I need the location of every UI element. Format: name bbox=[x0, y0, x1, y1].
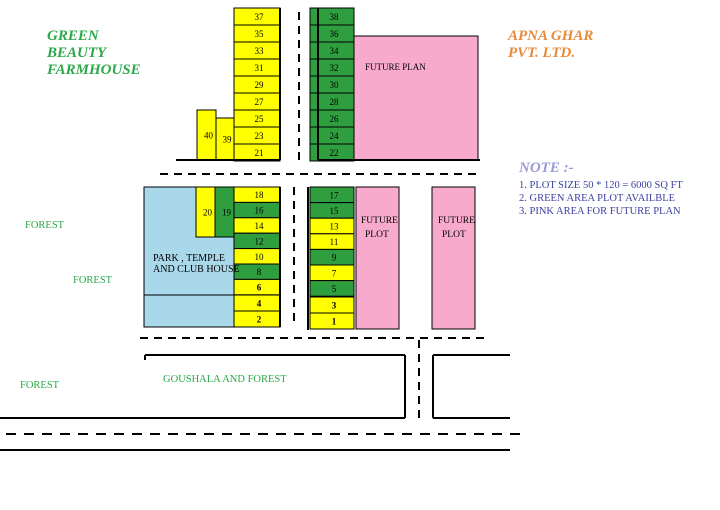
plot-number: 19 bbox=[222, 208, 232, 218]
note-box: NOTE :- 1. PLOT SIZE 50 * 120 = 6000 SQ … bbox=[519, 160, 683, 218]
plot-number: 25 bbox=[255, 114, 265, 124]
plot-number: 10 bbox=[255, 252, 265, 262]
plot-number: 28 bbox=[330, 97, 340, 107]
note-line: 1. PLOT SIZE 50 * 120 = 6000 SQ FT bbox=[519, 180, 683, 191]
park-label-line: PARK , TEMPLE bbox=[153, 253, 225, 264]
plot-number: 35 bbox=[255, 29, 265, 39]
future-plot-label-line: PLOT bbox=[365, 230, 389, 240]
goushala-label: GOUSHALA AND FOREST bbox=[163, 374, 287, 385]
plot-number: 32 bbox=[330, 63, 339, 73]
plot-number: 38 bbox=[330, 12, 340, 22]
plot-number: 39 bbox=[223, 135, 233, 145]
plot-number: 13 bbox=[330, 222, 340, 232]
plot-column-bottom-left: 18 16 14 12 10 8 6 4 2 bbox=[233, 186, 281, 328]
future-plot-label-line: FUTURE bbox=[361, 216, 398, 226]
plot-number: 18 bbox=[255, 190, 265, 200]
plot-number: 31 bbox=[255, 63, 264, 73]
heading-line: APNA GHAR bbox=[508, 28, 594, 44]
plot-number: 30 bbox=[330, 80, 340, 90]
plot-number: 5 bbox=[332, 284, 337, 294]
park-label-line: AND CLUB HOUSE bbox=[153, 264, 240, 275]
future-plot-label-line: PLOT bbox=[442, 230, 466, 240]
note-line: 2. GREEN AREA PLOT AVAILBLE bbox=[519, 193, 676, 204]
plot-number: 21 bbox=[255, 148, 264, 158]
future-plot-label-line: FUTURE bbox=[438, 216, 475, 226]
plot-number: 1 bbox=[332, 317, 337, 327]
heading-line: GREEN bbox=[47, 28, 99, 44]
plot-number: 24 bbox=[330, 131, 340, 141]
note-title: NOTE :- bbox=[519, 160, 574, 176]
plot-number: 23 bbox=[255, 131, 265, 141]
heading-apna-ghar: APNA GHAR PVT. LTD. bbox=[508, 28, 593, 62]
plot-number: 34 bbox=[330, 46, 340, 56]
plot-number: 40 bbox=[204, 131, 214, 141]
plot-number: 20 bbox=[203, 208, 213, 218]
plot-number: 8 bbox=[257, 267, 262, 277]
future-plot-area-1 bbox=[355, 186, 400, 330]
park-label: PARK , TEMPLE AND CLUB HOUSE bbox=[153, 253, 240, 275]
plot-number: 33 bbox=[255, 46, 265, 56]
plot-number: 14 bbox=[255, 221, 265, 231]
future-plot-area-2 bbox=[431, 186, 476, 330]
plot-number: 26 bbox=[330, 114, 340, 124]
heading-green-beauty: GREEN BEAUTY FARMHOUSE bbox=[47, 28, 141, 79]
plot-number: 27 bbox=[255, 97, 265, 107]
plot-number: 12 bbox=[255, 236, 264, 246]
future-plot-label: FUTURE PLOT bbox=[438, 214, 475, 242]
plot-cell[interactable] bbox=[309, 280, 355, 297]
roads bbox=[0, 8, 520, 451]
plot-number: 2 bbox=[257, 315, 262, 325]
plot-number: 16 bbox=[255, 206, 265, 216]
plot-number: 11 bbox=[330, 237, 339, 247]
plot-column-top-left: 37 35 33 31 29 27 25 23 21 bbox=[233, 7, 281, 162]
plot-number: 15 bbox=[330, 206, 340, 216]
plot-column-top-right: 38 36 34 32 30 28 26 24 22 bbox=[309, 7, 355, 162]
plot-number: 22 bbox=[330, 148, 339, 158]
future-plan-label: FUTURE PLAN bbox=[365, 62, 426, 72]
plot-number: 7 bbox=[332, 268, 337, 278]
plot-number: 3 bbox=[332, 301, 337, 311]
plot-number: 29 bbox=[255, 80, 265, 90]
note-line: 3. PINK AREA FOR FUTURE PLAN bbox=[519, 206, 681, 217]
plot-number: 4 bbox=[257, 299, 262, 309]
plot-number: 9 bbox=[332, 253, 337, 263]
future-plot-label: FUTURE PLOT bbox=[361, 214, 398, 242]
plot-number: 17 bbox=[330, 190, 340, 200]
plot-side-top-left: 40 39 bbox=[196, 109, 235, 161]
plot-cell[interactable] bbox=[309, 312, 355, 330]
plot-column-bottom-right: 17 15 13 11 9 7 5 3 1 bbox=[309, 186, 355, 330]
plot-cell[interactable] bbox=[214, 186, 235, 238]
heading-line: PVT. LTD. bbox=[508, 45, 576, 61]
future-plan-area bbox=[353, 35, 479, 161]
forest-label: FOREST bbox=[25, 220, 65, 231]
forest-label: FOREST bbox=[73, 275, 113, 286]
park-step bbox=[143, 294, 235, 328]
heading-line: FARMHOUSE bbox=[47, 62, 141, 78]
plot-number: 36 bbox=[330, 29, 340, 39]
plot-number: 37 bbox=[255, 12, 265, 22]
forest-label: FOREST bbox=[20, 380, 60, 391]
plot-number: 6 bbox=[257, 283, 262, 293]
heading-line: BEAUTY bbox=[47, 45, 107, 61]
